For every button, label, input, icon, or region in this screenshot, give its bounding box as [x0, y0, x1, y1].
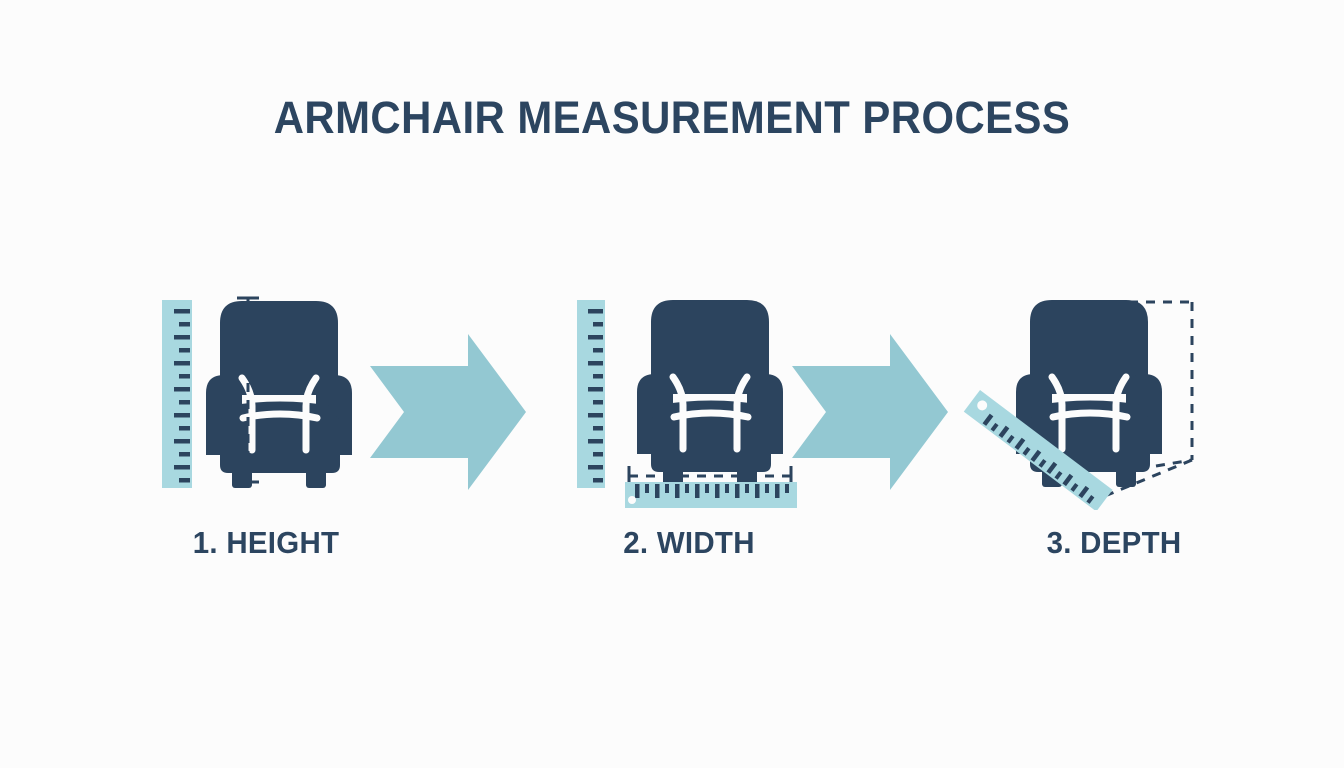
step-depth: 3. DEPTH	[960, 270, 1240, 600]
armchair-icon	[206, 301, 352, 488]
height-dashed-guide	[237, 296, 259, 484]
armchair-with-diagonal-ruler-icon	[963, 300, 1194, 510]
step-height: 1. HEIGHT	[130, 270, 410, 600]
armchair-with-vertical-ruler-icon	[162, 296, 352, 488]
diagonal-ruler-icon	[963, 390, 1113, 510]
armchair-with-horizontal-ruler-icon	[577, 300, 797, 508]
horizontal-ruler-icon	[625, 482, 797, 508]
vertical-ruler-icon	[162, 300, 192, 488]
step-label-depth: 3. DEPTH	[1046, 525, 1182, 560]
armchair-icon	[637, 300, 783, 487]
step-label-height: 1. HEIGHT	[192, 525, 340, 560]
vertical-ruler-icon	[577, 300, 605, 488]
arrow-step1-to-step2	[370, 334, 526, 490]
page-title: ARMCHAIR MEASUREMENT PROCESS	[273, 92, 1071, 143]
step-label-width: 2. WIDTH	[623, 525, 755, 560]
step-width: 2. WIDTH	[555, 270, 835, 600]
arrow-step2-to-step3	[792, 334, 948, 490]
steps-container: 1. HEIGHT	[0, 270, 1344, 600]
